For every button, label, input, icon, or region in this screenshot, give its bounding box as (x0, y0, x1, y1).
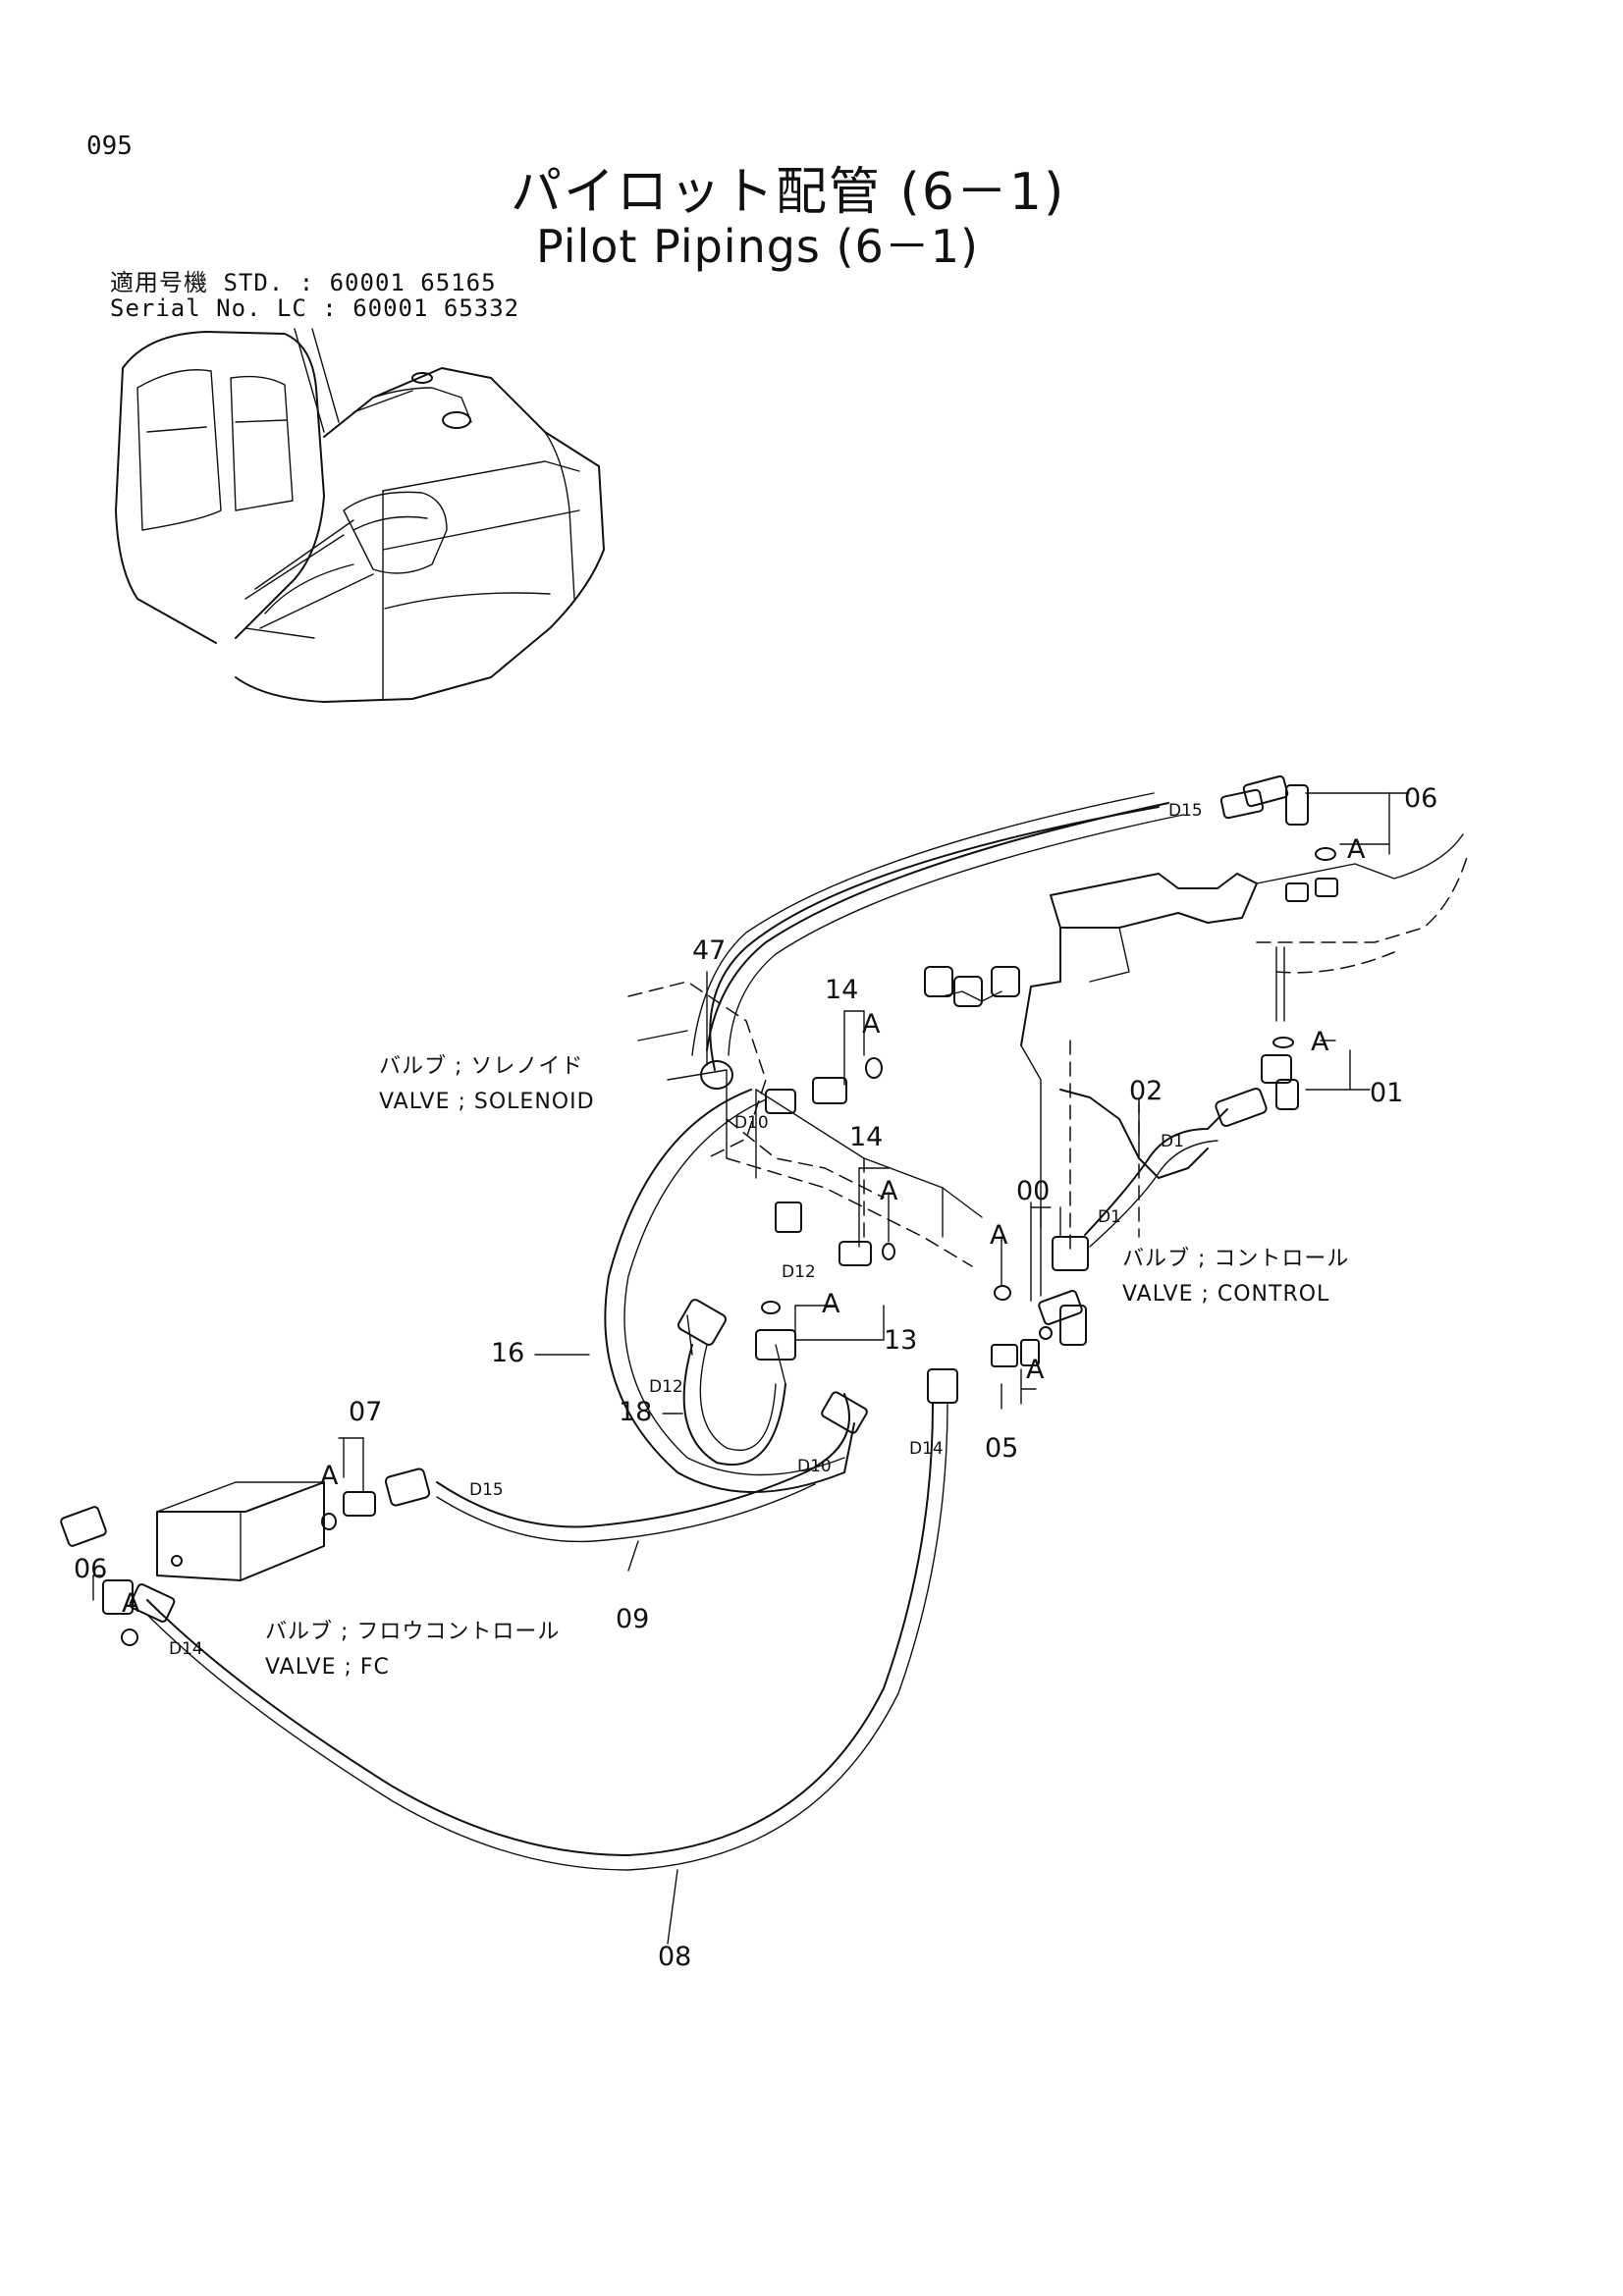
part-label-09: 09 (616, 1604, 650, 1634)
hose-08 (146, 1403, 934, 1856)
hose-16-inner (623, 1098, 845, 1476)
fitting-00 (994, 1285, 1087, 1346)
fitting-d12 (761, 1201, 802, 1314)
fitting-d15-top (1219, 788, 1265, 820)
oring-label-a-14-lower: A (880, 1176, 898, 1206)
part-label-13: 13 (884, 1325, 918, 1356)
control-valve-name-jp: バルブ ; コントロール (1122, 1247, 1350, 1271)
excavator-locator-illustration (115, 328, 605, 703)
part-label-14-lower: 14 (849, 1122, 884, 1152)
hose-02 (1084, 1108, 1228, 1236)
part-label-47: 47 (692, 935, 727, 966)
fc-valve-block (156, 1481, 325, 1581)
solenoid-valve-body (627, 981, 983, 1267)
hose-09 (436, 1393, 850, 1528)
fitting-d1-upper (1215, 1087, 1268, 1128)
hose-16 (604, 1089, 855, 1493)
conn-label-d14-left: D14 (169, 1639, 203, 1659)
part-label-18: 18 (619, 1397, 653, 1427)
oring-label-a-05: A (1026, 1355, 1045, 1385)
fitting-14-lower (839, 1241, 895, 1266)
fitting-13 (677, 1299, 796, 1361)
fc-valve-name-jp: バルブ ; フロウコントロール (265, 1620, 561, 1644)
conn-label-d10-upper: D10 (734, 1113, 769, 1133)
serial-range-std: 適用号機 STD. : 60001 65165 (110, 269, 497, 296)
part-label-01: 01 (1370, 1078, 1404, 1108)
part-label-06-top: 06 (1404, 783, 1438, 814)
solenoid-valve-name-jp: バルブ ; ソレノイド (379, 1054, 584, 1079)
page-title-english: Pilot Pipings (6－1) (536, 220, 979, 273)
oring-label-a-right: A (1311, 1027, 1329, 1057)
conn-label-d12-upper: D12 (782, 1262, 816, 1282)
page-number: 095 (86, 132, 133, 161)
fitting-d14-left (129, 1583, 176, 1623)
conn-label-d1-lower: D1 (1098, 1207, 1121, 1227)
fitting-05 (991, 1326, 1053, 1367)
oring-label-a-14-upper: A (862, 1009, 881, 1040)
fc-valve-name-en: VALVE ; FC (265, 1655, 390, 1680)
fitting-06-top (1242, 774, 1336, 861)
conn-label-d12-lower: D12 (649, 1377, 683, 1397)
control-valve-body (924, 833, 1469, 1257)
upper-hose-bundle (691, 792, 1184, 1071)
part-label-16: 16 (491, 1338, 525, 1368)
leader-lines (92, 792, 1410, 1945)
conn-label-d14-mid: D14 (909, 1439, 944, 1459)
fitting-07 (321, 1468, 431, 1530)
part-label-08: 08 (658, 1942, 692, 1972)
control-valve-name-en: VALVE ; CONTROL (1122, 1282, 1330, 1307)
fitting-d10-lower (821, 1391, 868, 1434)
oring-label-a-00: A (990, 1220, 1008, 1251)
oring-label-a-13: A (822, 1289, 840, 1319)
fitting-d1-lower (1052, 1236, 1089, 1271)
oring-label-a-07: A (320, 1461, 339, 1491)
oring-label-a-06-left: A (122, 1588, 140, 1619)
fitting-14-upper (812, 1057, 883, 1104)
fitting-d14-mid (927, 1368, 958, 1404)
part-label-00: 00 (1016, 1176, 1051, 1206)
page-title-japanese: パイロット配管 (6－1) (511, 163, 1066, 222)
conn-label-d15-mid: D15 (469, 1480, 504, 1500)
conn-label-d1-upper: D1 (1161, 1132, 1184, 1151)
part-label-14-upper: 14 (825, 975, 859, 1005)
fitting-01 (1261, 1037, 1299, 1110)
part-label-07: 07 (349, 1397, 383, 1427)
conn-label-d10-lower: D10 (797, 1457, 832, 1476)
part-label-02: 02 (1129, 1076, 1163, 1106)
part-label-06-left: 06 (74, 1554, 108, 1584)
hose-18 (682, 1344, 786, 1466)
fitting-47 (700, 1060, 796, 1114)
part-label-05: 05 (985, 1433, 1019, 1464)
serial-range-lc: Serial No. LC : 60001 65332 (110, 294, 520, 322)
conn-label-d15-top: D15 (1168, 801, 1203, 821)
oring-label-a-top-right: A (1347, 834, 1366, 865)
solenoid-valve-name-en: VALVE ; SOLENOID (379, 1090, 595, 1114)
